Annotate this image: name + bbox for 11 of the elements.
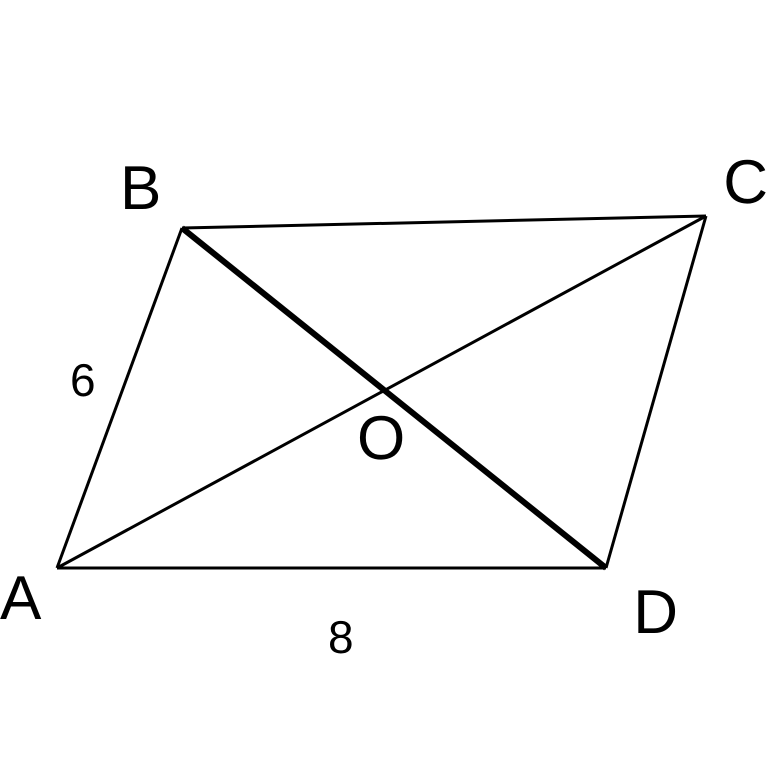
point-label: O [357, 408, 406, 470]
vertex-label: D [633, 582, 678, 644]
vertex-label: C [723, 152, 768, 214]
line-segment [57, 566, 606, 570]
line-segment [56, 214, 707, 570]
vertex-label: A [0, 568, 42, 630]
line-segment [604, 216, 708, 568]
line-segment [182, 214, 706, 230]
line-segment [56, 227, 184, 569]
line-segment [180, 226, 608, 570]
vertex-label: B [120, 158, 162, 220]
